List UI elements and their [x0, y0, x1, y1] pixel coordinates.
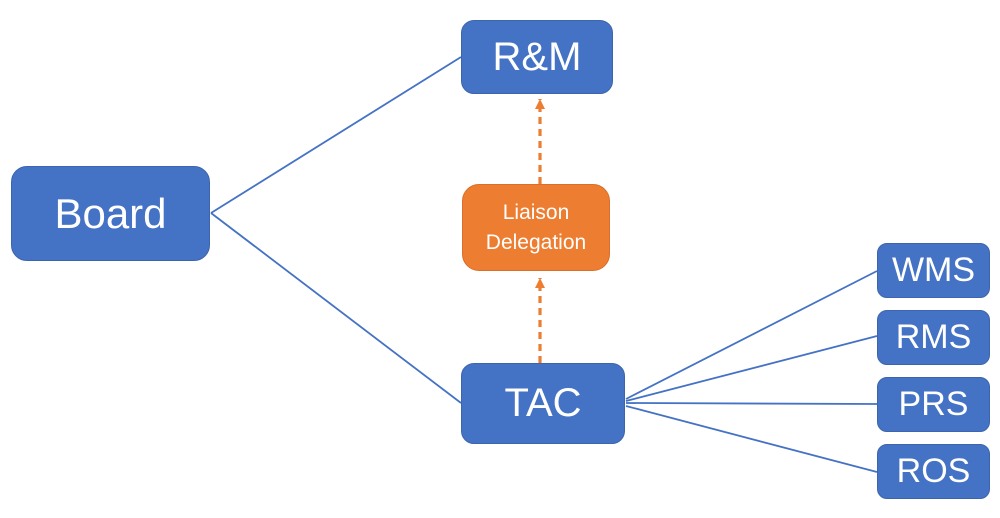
- node-rm: R&M: [461, 20, 613, 94]
- edge-board-tac: [210, 212, 462, 404]
- liaison-line2: Delegation: [485, 230, 587, 254]
- node-tac-label: TAC: [504, 381, 582, 425]
- node-prs: PRS: [877, 377, 990, 432]
- node-board: Board: [11, 166, 210, 261]
- node-rm-label: R&M: [492, 34, 582, 79]
- node-tac: TAC: [461, 363, 625, 444]
- edge-tac-wms: [625, 270, 878, 400]
- node-prs-label: PRS: [898, 385, 969, 423]
- node-rms: RMS: [877, 310, 990, 365]
- node-liaison-delegation-label: Liaison Delegation: [486, 198, 586, 257]
- edge-tac-rms: [625, 335, 878, 402]
- edge-tac-prs: [625, 402, 878, 405]
- edge-tac-ros: [625, 405, 878, 473]
- node-ros-label: ROS: [896, 452, 971, 490]
- node-board-label: Board: [54, 189, 167, 237]
- node-ros: ROS: [877, 444, 990, 499]
- node-wms-label: WMS: [891, 251, 976, 289]
- node-wms: WMS: [877, 243, 990, 298]
- node-rms-label: RMS: [895, 318, 972, 356]
- node-liaison-delegation: Liaison Delegation: [462, 184, 610, 271]
- edge-board-rm: [210, 56, 462, 214]
- liaison-line1: Liaison: [502, 201, 570, 225]
